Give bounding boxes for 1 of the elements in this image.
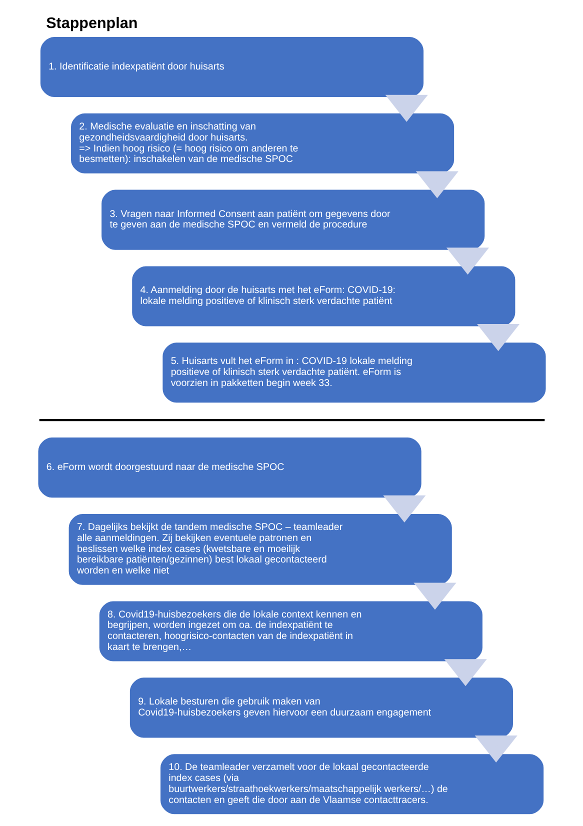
diagram-title: Stappenplan	[46, 14, 138, 32]
